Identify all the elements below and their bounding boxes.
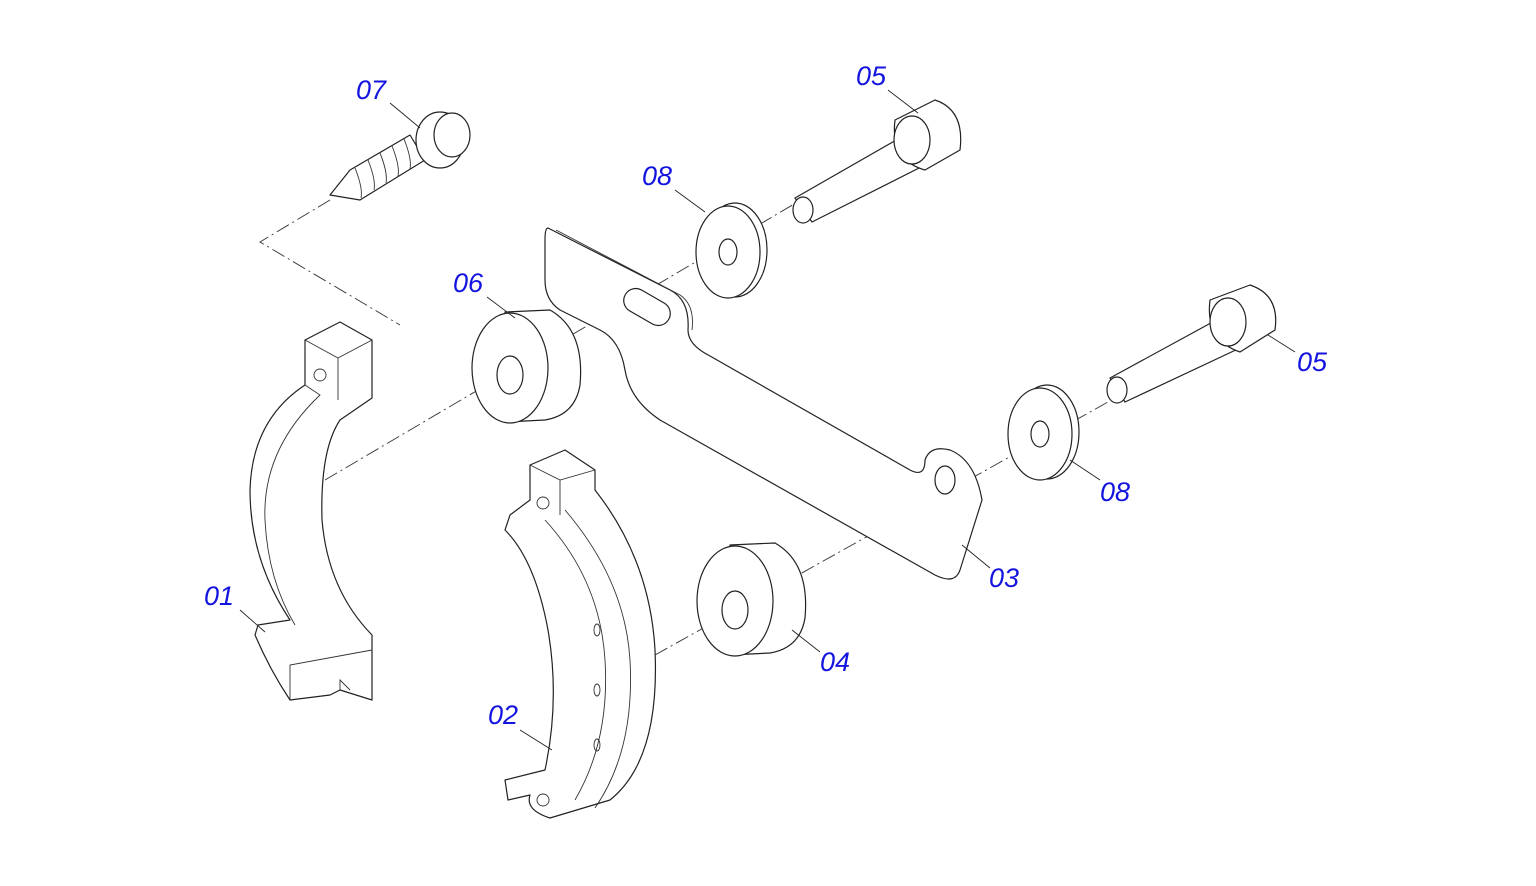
part-06-bushing-upper [471,309,582,424]
leader-lines [239,89,1296,751]
part-07-screw [329,111,471,201]
label-02: 02 [488,700,519,730]
part-04-bushing-lower [696,542,807,657]
part-08-washer-right [1007,384,1080,481]
part-01-clamp [249,321,373,701]
part-08-washer-upper [695,202,768,299]
label-01: 01 [204,581,235,611]
label-05-upper: 05 [856,61,887,91]
label-03: 03 [989,563,1020,593]
part-03-bracket [544,227,983,580]
label-06: 06 [453,268,484,298]
label-08-upper: 08 [642,161,673,191]
axis-screw [259,199,401,326]
label-05-right: 05 [1297,347,1328,377]
label-07: 07 [356,75,387,105]
part-02-shell [504,449,657,819]
label-08-right: 08 [1100,477,1131,507]
part-05-bolt-upper [792,99,962,224]
label-04: 04 [820,647,851,677]
part-05-bolt-right [1106,284,1277,404]
